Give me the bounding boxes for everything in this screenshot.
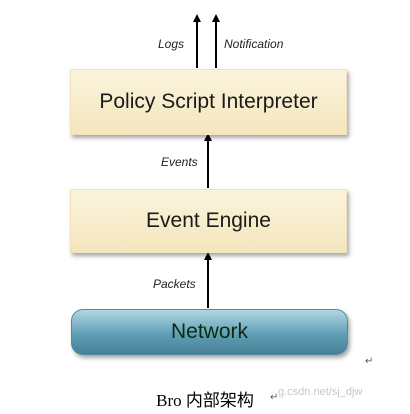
caption-paragraph-mark-icon: ↵ xyxy=(270,392,279,403)
policy-script-interpreter-box: Policy Script Interpreter xyxy=(70,69,347,135)
packets-label: Packets xyxy=(153,277,196,291)
events-label: Events xyxy=(161,155,198,169)
watermark: g.csdn.net/sj_djw xyxy=(278,386,363,398)
event-engine-label: Event Engine xyxy=(146,209,271,232)
network-box: Network xyxy=(71,309,348,355)
network-label: Network xyxy=(170,320,249,343)
notification-label: Notification xyxy=(224,37,284,51)
logs-label: Logs xyxy=(158,37,185,51)
policy-script-interpreter-label: Policy Script Interpreter xyxy=(99,90,318,113)
figure-caption: Bro 内部架构 xyxy=(156,391,254,410)
event-engine-box: Event Engine xyxy=(70,189,347,253)
paragraph-mark-icon: ↵ xyxy=(365,356,374,367)
